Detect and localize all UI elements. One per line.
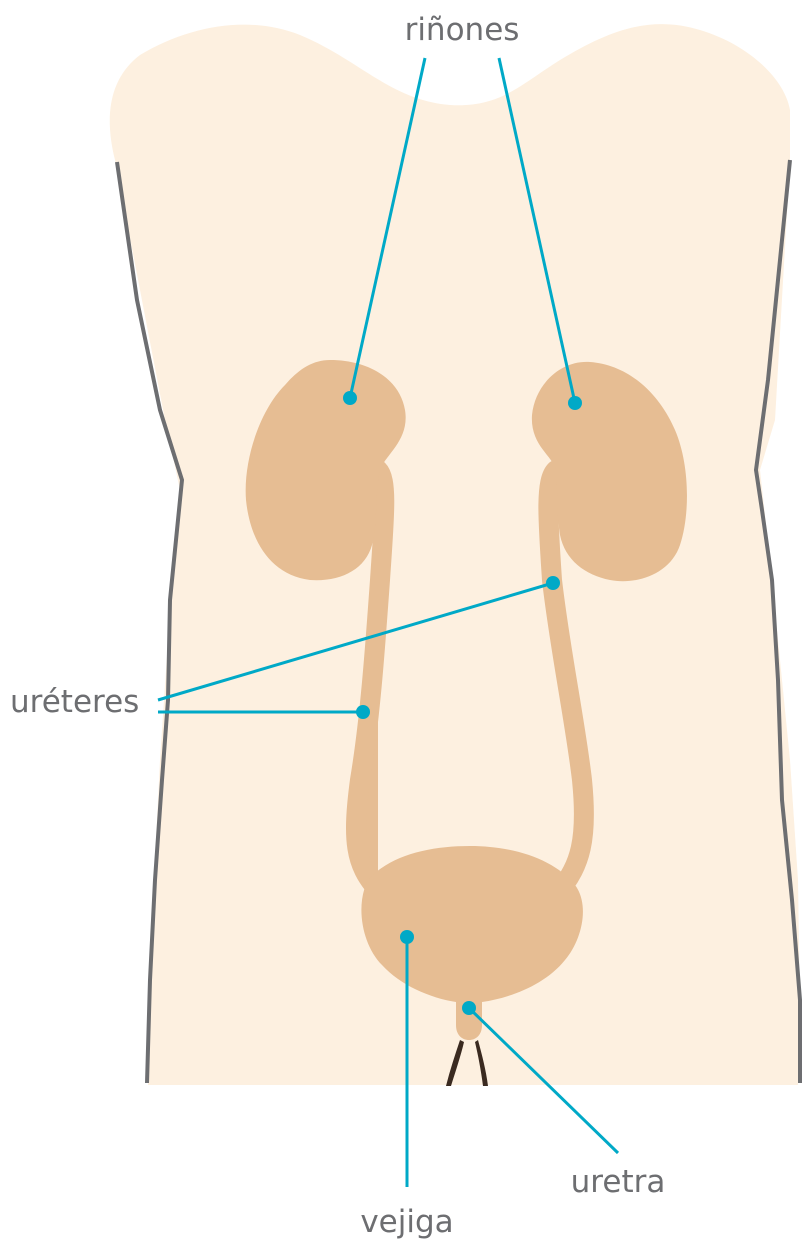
- kidney-marker-left: [343, 391, 357, 405]
- urethra-label: uretra: [571, 1164, 666, 1200]
- urethra-marker: [462, 1001, 476, 1015]
- ureters-label: uréteres: [10, 684, 139, 720]
- kidneys-label: riñones: [405, 12, 520, 48]
- bladder-label: vejiga: [360, 1204, 453, 1240]
- bladder-marker: [400, 930, 414, 944]
- kidney-marker-right: [568, 396, 582, 410]
- ureter-marker-right: [546, 576, 560, 590]
- ureter-marker-left: [356, 705, 370, 719]
